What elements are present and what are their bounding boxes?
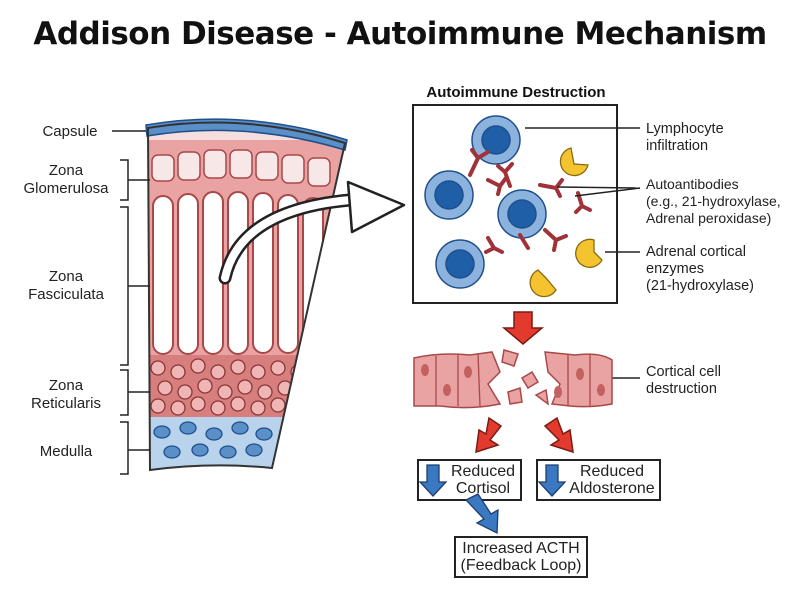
label-lymphocyte: Lymphocyte infiltration — [646, 121, 724, 154]
inset-title: Autoimmune Destruction — [426, 84, 606, 101]
reduced-cortisol-text: Reduced Cortisol — [450, 463, 516, 497]
enzymes — [529, 147, 603, 298]
label-autoantibodies: Autoantibodies (e.g., 21-hydroxylase, Ad… — [646, 176, 781, 226]
label-zona-glomerulosa: Zona Glomerulosa — [23, 162, 109, 197]
label-zona-fasciculata: Zona Fasciculata — [28, 268, 104, 303]
lymphocytes — [424, 115, 547, 289]
increased-acth-text: Increased ACTH (Feedback Loop) — [460, 540, 582, 574]
adrenal-cortex-wedge — [148, 122, 345, 470]
antibodies — [468, 148, 592, 254]
blue-arrow-acth — [464, 493, 499, 535]
red-arrows-split — [475, 416, 574, 454]
label-cell-destruction: Cortical cell destruction — [646, 364, 721, 397]
acth-box — [454, 536, 588, 578]
label-zona-reticularis: Zona Reticularis — [30, 377, 102, 412]
label-capsule: Capsule — [42, 123, 98, 140]
down-arrow-cortisol — [418, 464, 448, 497]
down-arrow-aldosterone — [537, 464, 567, 497]
label-cortical-enzymes: Adrenal cortical enzymes (21-hydroxylase… — [646, 244, 754, 294]
page-title: Addison Disease - Autoimmune Mechanism — [33, 16, 767, 52]
reduced-aldosterone-text: Reduced Aldosterone — [569, 463, 655, 497]
red-arrow-down — [501, 311, 545, 345]
label-medulla: Medulla — [39, 443, 93, 460]
